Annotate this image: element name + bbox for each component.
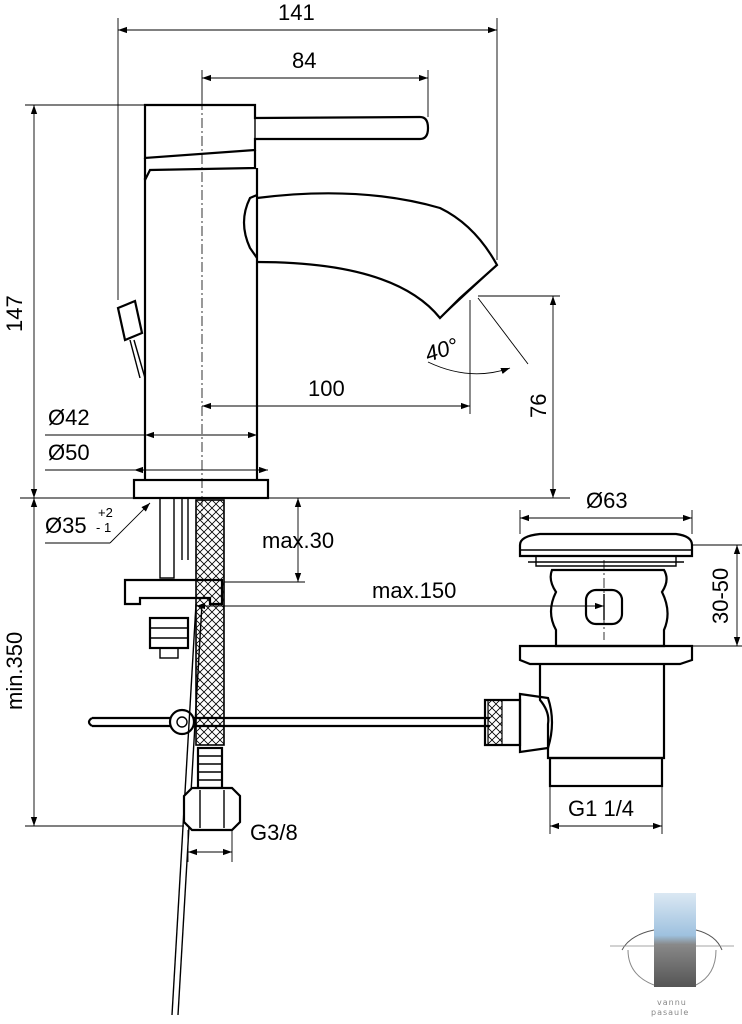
- dim-drain-diameter: Ø63: [586, 488, 628, 513]
- dim-base-diameter: Ø50: [48, 440, 90, 465]
- watermark-line2: pasaule: [651, 1008, 689, 1017]
- dim-overall-width: 141: [278, 0, 315, 25]
- dim-spout-height: 76: [526, 394, 551, 418]
- dim-connection-thread: G3/8: [250, 820, 298, 845]
- dim-body-diameter: Ø42: [48, 405, 90, 430]
- dim-height: 147: [2, 295, 27, 332]
- watermark-line1: vannu: [657, 998, 687, 1007]
- faucet: [116, 100, 499, 520]
- dim-drain-height: 30-50: [708, 568, 733, 624]
- dimension-lines: [25, 18, 742, 862]
- dim-angle: 40°: [422, 333, 462, 367]
- under-deck-parts: [20, 497, 570, 1016]
- dim-rod-length: max.150: [372, 578, 456, 603]
- watermark-logo: vannu pasaule: [610, 893, 734, 1017]
- dim-hole-tol-plus: +2: [98, 505, 113, 520]
- pop-up-waste: [483, 532, 694, 788]
- dim-hole-diameter: Ø35: [45, 513, 87, 538]
- dim-lever-length: 84: [292, 48, 316, 73]
- dim-spout-reach: 100: [308, 376, 345, 401]
- dim-hole-tol-minus: - 1: [96, 520, 111, 535]
- dim-deck-thickness: max.30: [262, 528, 334, 553]
- dim-hose-length: min.350: [2, 632, 27, 710]
- dim-drain-thread: G1 1/4: [568, 796, 634, 821]
